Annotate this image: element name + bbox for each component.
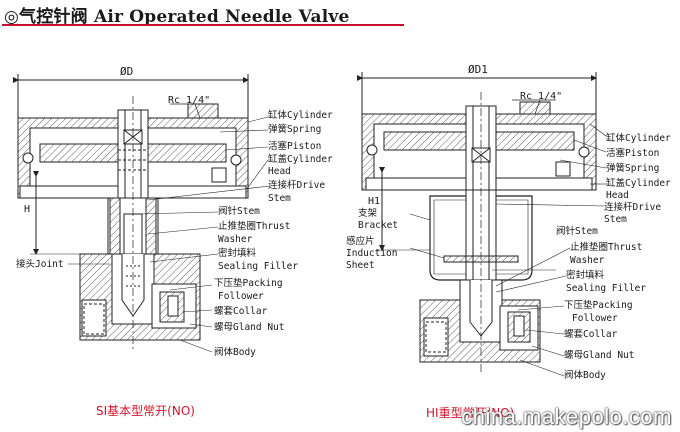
si-packing-follower-label-2: Follower (218, 291, 264, 302)
si-collar-label: 螺套Collar (214, 306, 268, 317)
hi-thrust-washer-label-2: Washer (570, 255, 605, 266)
hi-induction-label-3: Sheet (346, 260, 375, 271)
si-drive-stem-label: 连接杆Drive (268, 180, 326, 191)
si-port-label: Rc 1/4" (168, 95, 211, 106)
hi-cylinder-label: 缸体Cylinder (606, 133, 671, 144)
hi-body-label: 阀体Body (564, 370, 606, 381)
si-cylinder-head-label-2: Head (268, 166, 291, 177)
si-sealing-filler-label-2: Sealing Filler (218, 261, 299, 272)
si-sealing-filler-label: 密封填料 (218, 248, 257, 259)
si-gland-nut-label: 螺母Gland Nut (214, 322, 285, 333)
hi-induction-label: 感应片 (346, 236, 375, 247)
si-diameter-label: ØD (120, 65, 134, 78)
si-thrust-washer-label-2: Washer (218, 234, 253, 245)
hi-gland-nut-label: 螺母Gland Nut (564, 350, 635, 361)
hi-bracket-label-2: Bracket (358, 220, 399, 231)
hi-port-label: Rc 1/4" (520, 91, 563, 102)
hi-packing-follower-label: 下压垫Packing (564, 300, 633, 311)
hi-piston-label: 活塞Piston (606, 148, 660, 159)
si-joint-label: 接头Joint (16, 259, 64, 270)
hi-spring-label: 弹簧Spring (606, 163, 660, 174)
si-body-label: 阀体Body (214, 347, 256, 358)
si-caption: SI基本型常开(NO) (96, 404, 195, 418)
si-drive-stem-label-2: Stem (268, 193, 291, 204)
hi-induction-label-2: Induction (346, 248, 398, 259)
si-spring-label: 弹簧Spring (268, 124, 322, 135)
hi-sealing-filler-label-2: Sealing Filler (566, 283, 647, 294)
hi-valve-drawing (357, 72, 607, 377)
watermark: china.makepolo.com (461, 404, 672, 429)
hi-drive-stem-label: 连接杆Drive (604, 202, 662, 213)
hi-stem-label: 阀针Stem (556, 226, 598, 237)
si-cylinder-head-label: 缸盖Cylinder (268, 154, 333, 165)
hi-thrust-washer-label: 止推垫圈Thrust (570, 242, 643, 253)
hi-sealing-filler-label: 密封填料 (566, 270, 605, 281)
hi-drive-stem-label-2: Stem (604, 214, 627, 225)
hi-caption: HI重型常开(NO) (426, 406, 515, 420)
si-height-label: H (24, 204, 31, 215)
si-valve-drawing (13, 74, 271, 353)
hi-diameter-label: ØD1 (468, 63, 488, 76)
si-thrust-washer-label: 止推垫圈Thrust (218, 221, 291, 232)
hi-bracket-label: 支架 (358, 208, 378, 219)
si-stem-label: 阀针Stem (218, 206, 260, 217)
si-piston-label: 活塞Piston (268, 141, 322, 152)
si-cylinder-label: 缸体Cylinder (268, 110, 333, 121)
page-title: ◎气控针阀 Air Operated Needle Valve (4, 7, 350, 27)
hi-collar-label: 螺套Collar (564, 329, 618, 340)
hi-cylinder-head-label: 缸盖Cylinder (606, 178, 671, 189)
hi-cylinder-head-label-2: Head (606, 190, 629, 201)
hi-packing-follower-label-2: Follower (572, 313, 618, 324)
title-underline (2, 24, 404, 26)
si-packing-follower-label: 下压垫Packing (214, 278, 283, 289)
hi-height-label: H1 (368, 196, 381, 207)
